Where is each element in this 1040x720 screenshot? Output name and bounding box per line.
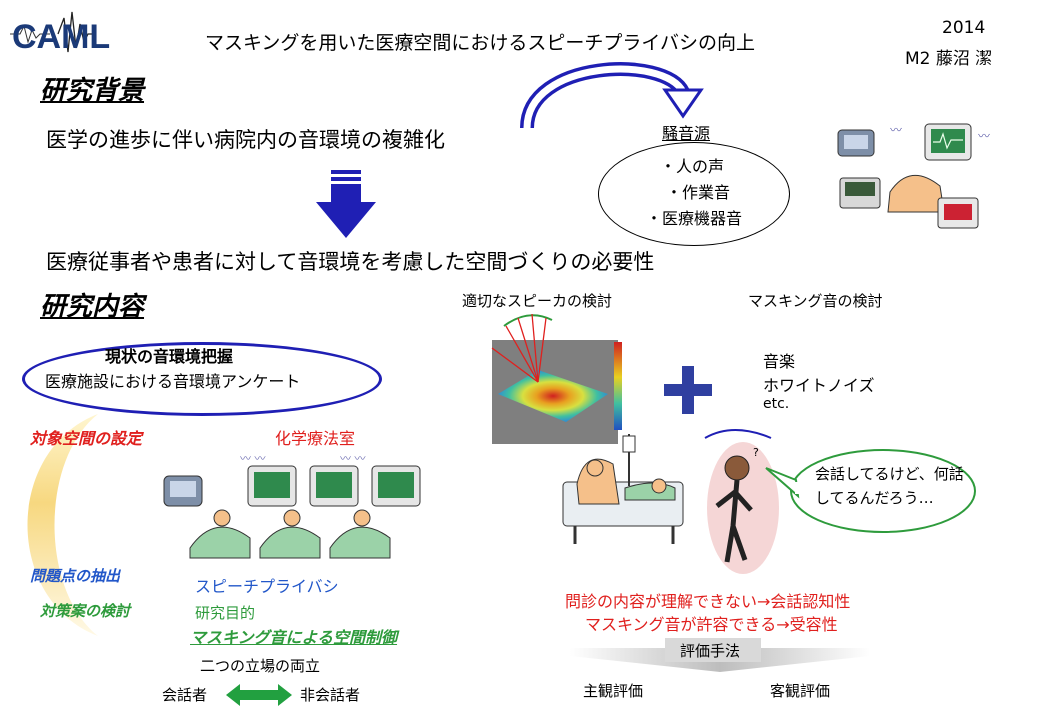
speaker-study-label: 適切なスピーカの検討 (462, 292, 613, 310)
speech-bubble-shape (765, 449, 976, 533)
medical-equipment-illustration: 〰 〰 (837, 123, 990, 229)
masking-option: ホワイトノイズ (763, 376, 875, 395)
svg-text:〰 〰: 〰 〰 (340, 452, 366, 465)
noise-source-title: 騒音源 (662, 124, 711, 143)
noise-item: ・人の声 (660, 157, 725, 176)
masking-option: etc. (763, 396, 790, 412)
speaker-label: 会話者 (162, 686, 208, 704)
chemotherapy-room-label: 化学療法室 (275, 429, 356, 448)
non-speaker-label: 非会話者 (300, 686, 361, 704)
masking-control-label: マスキング音による空間制御 (190, 628, 398, 647)
speech-bubble-text: 会話してるけど、何話してるんだろう… (815, 465, 964, 507)
page-title: マスキングを用いた医療空間におけるスピーチプライバシの向上 (205, 32, 756, 54)
both-positions-label: 二つの立場の両立 (200, 657, 321, 675)
target-space-label: 対象空間の設定 (30, 429, 143, 448)
author-label: M2 藤沼 潔 (905, 49, 993, 69)
logo-text: CAML (12, 18, 110, 56)
double-arrow-icon (226, 684, 292, 706)
yellow-arc-decoration (27, 414, 98, 636)
noise-source-ellipse (598, 142, 790, 246)
evaluation-acceptability: マスキング音が許容できる→受容性 (585, 615, 838, 634)
svg-text:〰 〰: 〰 〰 (240, 452, 266, 465)
speaker-simulation-image (491, 313, 622, 444)
research-purpose-label: 研究目的 (195, 604, 256, 622)
method-label-bg (665, 638, 761, 662)
curved-arrow-icon (520, 62, 704, 129)
section-heading-content: 研究内容 (40, 292, 145, 322)
consultation-illustration: ? (562, 429, 779, 574)
svg-text:〰: 〰 (978, 129, 990, 143)
subjective-evaluation-label: 主観評価 (583, 682, 644, 700)
section-heading-background: 研究背景 (40, 76, 145, 106)
survey-title: 現状の音環境把握 (105, 347, 234, 366)
survey-subtitle: 医療施設における音環境アンケート (45, 372, 301, 391)
down-arrow-icon (316, 170, 376, 238)
survey-ellipse (22, 342, 382, 416)
chemotherapy-room-illustration: 〰 〰 〰 〰 (163, 452, 421, 559)
objective-evaluation-label: 客観評価 (770, 682, 831, 700)
countermeasure-label: 対策案の検討 (40, 602, 131, 620)
masking-option: 音楽 (763, 352, 796, 371)
background-statement-1: 医学の進歩に伴い病院内の音環境の複雑化 (46, 128, 445, 152)
problem-extraction-label: 問題点の抽出 (30, 567, 121, 585)
speech-privacy-label: スピーチプライバシ (195, 577, 339, 596)
plus-icon (664, 366, 712, 414)
noise-item: ・医療機器音 (646, 209, 743, 228)
evaluation-intelligibility: 問診の内容が理解できない→会話認知性 (565, 592, 851, 611)
caml-logo: CAML (10, 11, 110, 56)
masking-study-label: マスキング音の検討 (748, 292, 883, 310)
evaluation-method-label: 評価手法 (680, 642, 741, 660)
svg-text:〰: 〰 (890, 123, 902, 137)
noise-item: ・作業音 (666, 183, 731, 202)
year-label: 2014 (942, 18, 986, 38)
background-statement-2: 医療従事者や患者に対して音環境を考慮した空間づくりの必要性 (46, 250, 655, 274)
svg-text:?: ? (753, 446, 759, 459)
